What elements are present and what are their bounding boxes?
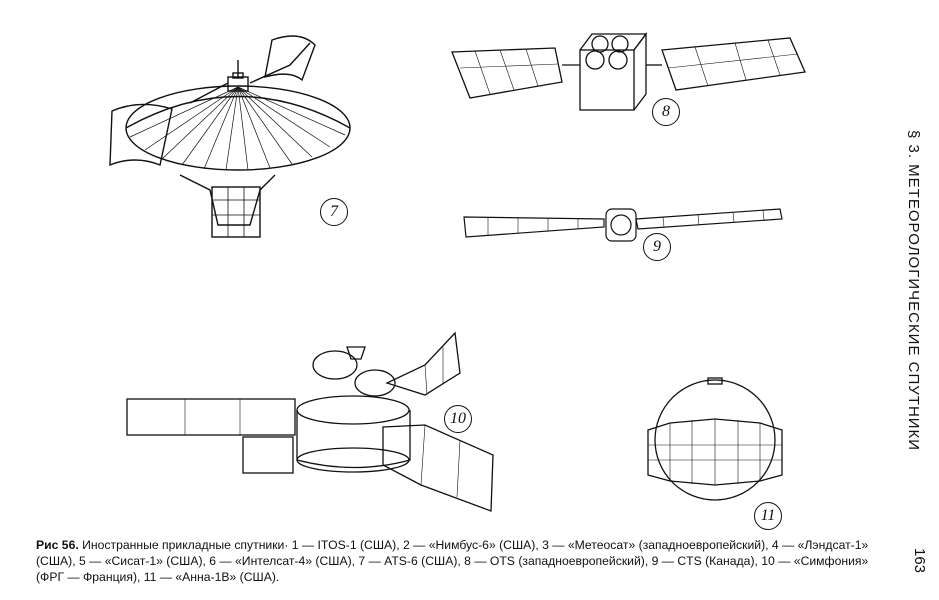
figure-9-cts-illustration [463,208,783,242]
figure-7-ats6-illustration [109,35,351,238]
caption-prefix: Рис 56. [36,538,79,552]
running-head: § 3. МЕТЕОРОЛОГИЧЕСКИЕ СПУТНИКИ [898,130,926,451]
figure-caption: Рис 56. Иностранные прикладные спутники·… [36,537,886,585]
page-number-text: 163 [911,548,928,574]
figure-10-label: 10 [444,405,472,433]
figure-10-symphonie-illustration [126,331,494,512]
figure-9-label: 9 [643,233,671,261]
figure-11-anna1b-illustration [647,377,783,501]
figure-8-ots-illustration [451,32,806,111]
figure-11-label: 11 [754,502,782,530]
figure-8-label: 8 [652,98,680,126]
figure-7-label: 7 [320,198,348,226]
running-head-text: § 3. МЕТЕОРОЛОГИЧЕСКИЕ СПУТНИКИ [905,130,922,452]
caption-text: Иностранные прикладные спутники· 1 — ITO… [36,538,869,584]
page-number: 163 [906,548,930,588]
